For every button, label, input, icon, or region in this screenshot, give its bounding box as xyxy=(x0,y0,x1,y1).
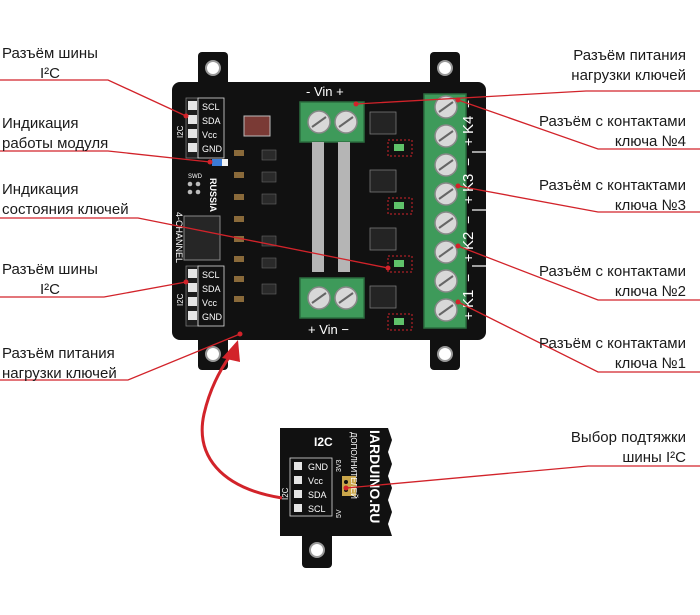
label-line: ключа №4 xyxy=(614,133,686,150)
minus-sign: − xyxy=(460,274,476,282)
closeup-pin-label: GND xyxy=(308,462,329,472)
label-line: нагрузки ключей xyxy=(2,365,117,382)
switch-label-k1: K1 xyxy=(460,290,477,308)
label-line: Индикация xyxy=(2,115,79,132)
label-line: шины I²C xyxy=(622,449,686,466)
i2c-pin-label: Vcc xyxy=(202,298,218,308)
plus-sign: + xyxy=(460,138,476,146)
label-line: состояния ключей xyxy=(2,201,129,218)
label-switch-contacts-3: Разъём с контактами ключа №3 xyxy=(539,176,686,216)
i2c-pin-label: SDA xyxy=(202,284,221,294)
closeup-i2c-big: I2C xyxy=(314,435,333,449)
plus-sign: + xyxy=(460,312,476,320)
label-switch-contacts-1: Разъём с контактами ключа №1 xyxy=(539,334,686,374)
plus-sign: + xyxy=(460,254,476,262)
vin-terminal-bottom: + Vin − xyxy=(299,277,365,337)
i2c-pin-label: SDA xyxy=(202,116,221,126)
country-label: RUSSIA xyxy=(208,178,218,213)
label-line: ключа №2 xyxy=(614,283,686,300)
plus-sign: + xyxy=(460,196,476,204)
i2c-pin-label: SCL xyxy=(202,102,220,112)
i2c-tag: I2C xyxy=(176,125,185,138)
microcontroller xyxy=(183,215,221,261)
label-line: нагрузки ключей xyxy=(571,67,686,84)
switch-label-k2: K2 xyxy=(460,232,477,250)
vin-label-bottom: + Vin − xyxy=(308,322,349,337)
closeup-5v: 5V xyxy=(336,509,343,518)
label-line: I²C xyxy=(40,281,60,298)
i2c-pin-label: GND xyxy=(202,144,223,154)
main-board: SCL SDA Vcc GND I2C SCL SDA Vcc GND I2C xyxy=(172,52,486,370)
switch-label-k4: K4 xyxy=(460,116,477,134)
label-line: работы модуля xyxy=(2,135,109,152)
closeup-board: I2C GND Vcc SDA SCL I2C 3V3 5V ДОПОЛНИТЕ… xyxy=(280,428,392,568)
i2c-pin-label: SCL xyxy=(202,270,220,280)
label-line: Разъём с контактами xyxy=(539,113,686,130)
i2c-connector-bottom: SCL SDA Vcc GND I2C xyxy=(176,265,225,327)
closeup-pullup-text: ДОПОЛНИТЕЛЕЙ xyxy=(349,432,358,499)
closeup-pin-label: SDA xyxy=(308,490,327,500)
leader-lines xyxy=(0,79,700,489)
label-load-power-bottom: Разъём питания нагрузки ключей xyxy=(2,344,117,384)
module-led xyxy=(212,159,222,166)
closeup-brand: IARDUINO.RU xyxy=(367,430,383,523)
label-line: Разъём с контактами xyxy=(539,335,686,352)
label-line: I²C xyxy=(40,65,60,82)
label-line: Разъём шины xyxy=(2,45,98,62)
closeup-pin-label: Vcc xyxy=(308,476,324,486)
vin-label-top: - Vin + xyxy=(306,84,344,99)
label-i2c-bus-bottom: Разъём шины I²C xyxy=(2,260,98,300)
i2c-pin-label: Vcc xyxy=(202,130,218,140)
minus-sign: − xyxy=(460,216,476,224)
label-line: Разъём питания xyxy=(573,47,686,64)
label-line: Индикация xyxy=(2,181,79,198)
label-line: Разъём с контактами xyxy=(539,177,686,194)
label-i2c-pullup-select: Выбор подтяжки шины I²C xyxy=(571,428,686,468)
label-load-power-top: Разъём питания нагрузки ключей xyxy=(571,46,686,86)
channel-label: 4-CHANNEL xyxy=(174,212,184,263)
closeup-pin-label: SCL xyxy=(308,504,326,514)
minus-sign: − xyxy=(460,158,476,166)
label-line: ключа №1 xyxy=(614,355,686,372)
label-line: Разъём шины xyxy=(2,261,98,278)
label-switch-contacts-4: Разъём с контактами ключа №4 xyxy=(539,112,686,152)
vin-terminal-top: - Vin + xyxy=(299,84,365,272)
zoom-arrow xyxy=(200,340,283,500)
switch-terminal-block: K4 K3 K2 K1 + + + + − − − − xyxy=(423,93,486,329)
label-line: Разъём питания xyxy=(2,345,115,362)
label-module-indicator: Индикация работы модуля xyxy=(2,114,108,154)
mosfet-channels xyxy=(369,111,413,331)
label-line: Разъём с контактами xyxy=(539,263,686,280)
swd-label: SWD xyxy=(188,174,203,180)
closeup-i2c-tag: I2C xyxy=(281,487,290,500)
label-switch-contacts-2: Разъём с контактами ключа №2 xyxy=(539,262,686,302)
i2c-connector-top: SCL SDA Vcc GND I2C xyxy=(176,97,225,159)
label-i2c-bus-top: Разъём шины I²C xyxy=(2,44,98,84)
i2c-tag: I2C xyxy=(176,293,185,306)
closeup-3v3: 3V3 xyxy=(336,459,343,472)
label-line: ключа №3 xyxy=(614,197,686,214)
label-line: Выбор подтяжки xyxy=(570,429,686,446)
i2c-pin-label: GND xyxy=(202,312,223,322)
label-switch-state-indicator: Индикация состояния ключей xyxy=(2,180,129,220)
